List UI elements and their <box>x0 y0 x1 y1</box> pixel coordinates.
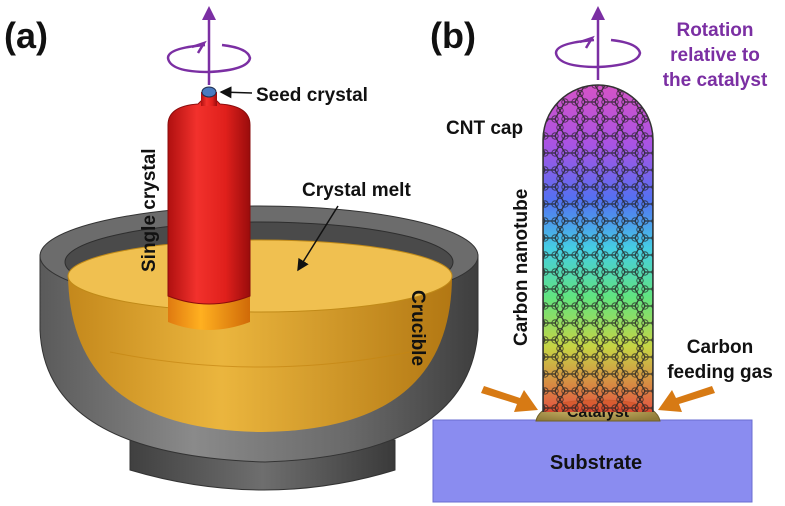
single-crystal-ingot <box>167 92 251 305</box>
rotation-arrow-a-icon <box>166 6 252 85</box>
seed-crystal-tip <box>201 86 217 98</box>
panel-a: (a) <box>4 6 479 491</box>
crystal-interface <box>168 296 250 330</box>
feeding-gas-line-2: feeding gas <box>667 362 773 383</box>
single-crystal-label: Single crystal <box>139 148 160 272</box>
feed-arrow-left-icon <box>481 386 538 412</box>
rotation-line-2: relative to <box>670 45 760 66</box>
rotation-caption: Rotation relative to the catalyst <box>663 20 768 91</box>
rotation-line-1: Rotation <box>676 20 753 41</box>
carbon-nanotube <box>542 84 654 412</box>
carbon-nanotube-label: Carbon nanotube <box>511 189 532 346</box>
panel-b: (b) Substrate Catalyst Rotation relative <box>430 6 773 503</box>
crystal-melt-label: Crystal melt <box>302 180 411 201</box>
crystal-melt-pointer <box>297 205 339 272</box>
substrate-label: Substrate <box>550 452 642 474</box>
panel-b-letter: (b) <box>430 15 476 56</box>
crucible-label: Crucible <box>407 290 428 366</box>
crystal-melt-pool <box>67 239 453 432</box>
feeding-gas-line-1: Carbon <box>687 337 754 358</box>
cnt-cap-label: CNT cap <box>446 118 523 139</box>
rotation-line-3: the catalyst <box>663 70 768 91</box>
feed-arrow-right-icon <box>658 386 715 412</box>
rotation-arrow-b-icon <box>554 6 642 80</box>
panel-a-letter: (a) <box>4 15 48 56</box>
seed-crystal-pointer <box>219 86 253 99</box>
seed-crystal-label: Seed crystal <box>256 85 368 106</box>
